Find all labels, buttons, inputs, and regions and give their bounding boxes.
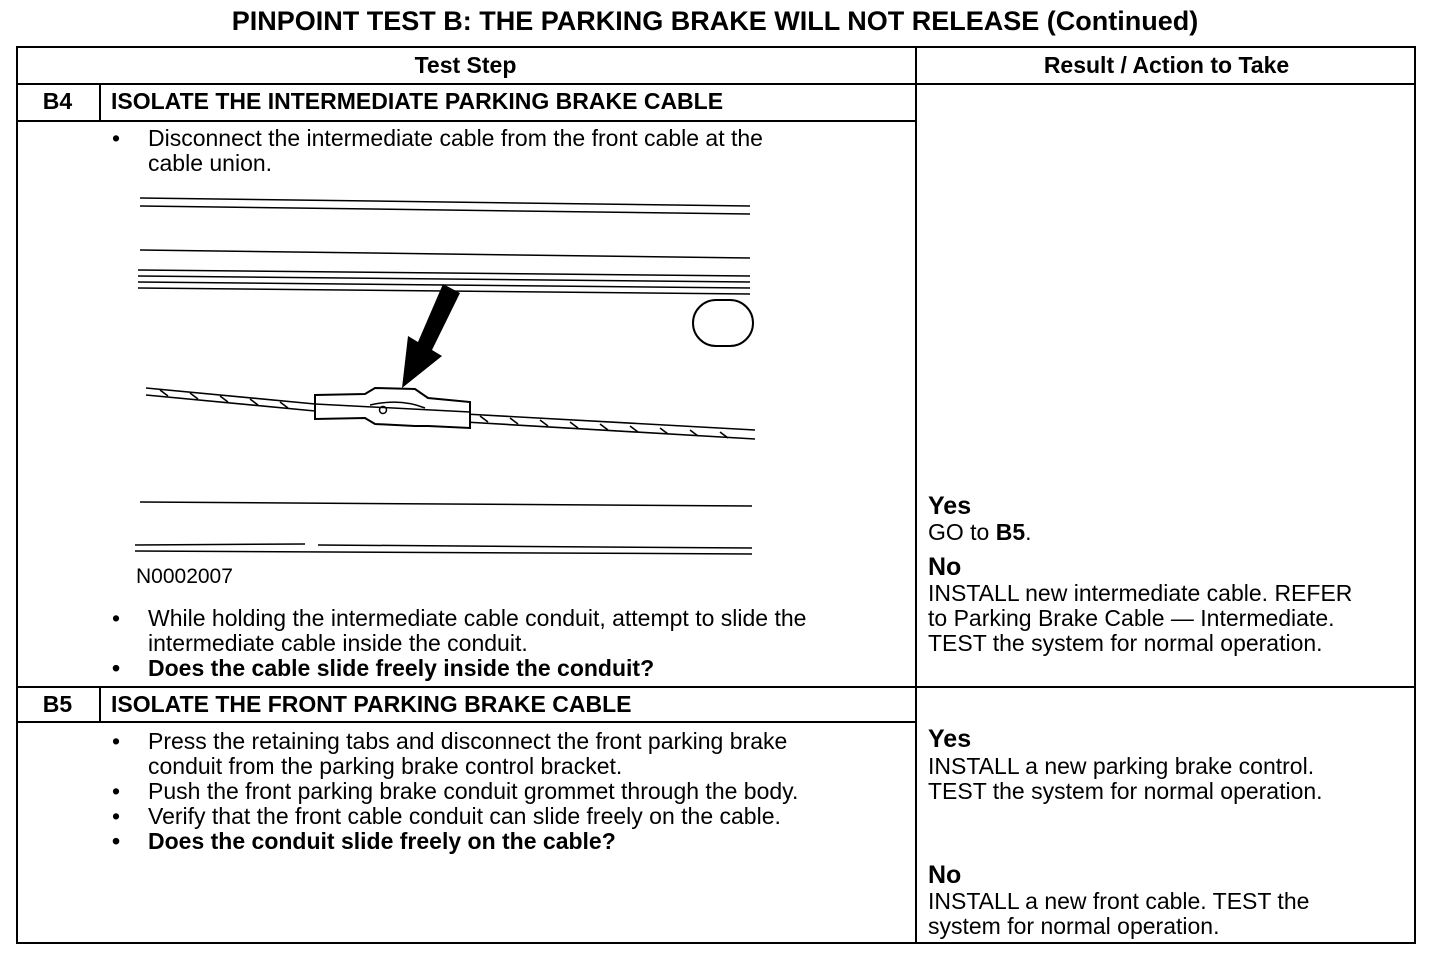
b4-b5-divider (16, 686, 1416, 688)
b5-question: Does the conduit slide freely on the cab… (112, 829, 616, 855)
b5-step-id: B5 (42, 691, 73, 717)
b5-yes-label: Yes (928, 725, 972, 753)
b5-no-action: INSTALL a new front cable. TEST the syst… (928, 888, 1310, 939)
b4-yes-label: Yes (928, 492, 972, 520)
cable-union-illustration (134, 197, 756, 555)
b4-id-divider (99, 84, 101, 121)
b4-bullet-disconnect: Disconnect the intermediate cable from t… (112, 126, 763, 176)
b4-question: Does the cable slide freely inside the c… (112, 656, 654, 682)
pinpoint-test-table (16, 46, 1416, 944)
b4-yes-action: GO to B5. (928, 519, 1032, 545)
test-step-header: Test Step (414, 52, 517, 78)
b5-no-label: No (928, 861, 962, 889)
b4-no-label: No (928, 553, 962, 581)
b5-bullet-push-grommet: Push the front parking brake conduit gro… (112, 779, 798, 805)
b5-heading: ISOLATE THE FRONT PARKING BRAKE CABLE (111, 691, 632, 717)
b5-heading-divider (16, 721, 917, 723)
b5-yes-action: INSTALL a new parking brake control. TES… (928, 753, 1323, 804)
result-action-header: Result / Action to Take (1043, 52, 1290, 78)
b4-yes-target: B5 (995, 519, 1026, 545)
header-row-divider (16, 83, 1416, 85)
b5-bullet-press-tabs: Press the retaining tabs and disconnect … (112, 729, 787, 779)
b4-heading: ISOLATE THE INTERMEDIATE PARKING BRAKE C… (111, 88, 724, 114)
figure-id: N0002007 (136, 565, 233, 588)
column-divider (915, 46, 917, 944)
b4-bullet-slide: While holding the intermediate cable con… (112, 606, 806, 656)
b4-no-action: INSTALL new intermediate cable. REFER to… (928, 580, 1353, 656)
b5-bullet-verify: Verify that the front cable conduit can … (112, 804, 781, 830)
b4-step-id: B4 (42, 88, 73, 114)
page-title: PINPOINT TEST B: THE PARKING BRAKE WILL … (231, 6, 1199, 36)
b4-heading-divider (16, 120, 917, 122)
b5-id-divider (99, 687, 101, 722)
